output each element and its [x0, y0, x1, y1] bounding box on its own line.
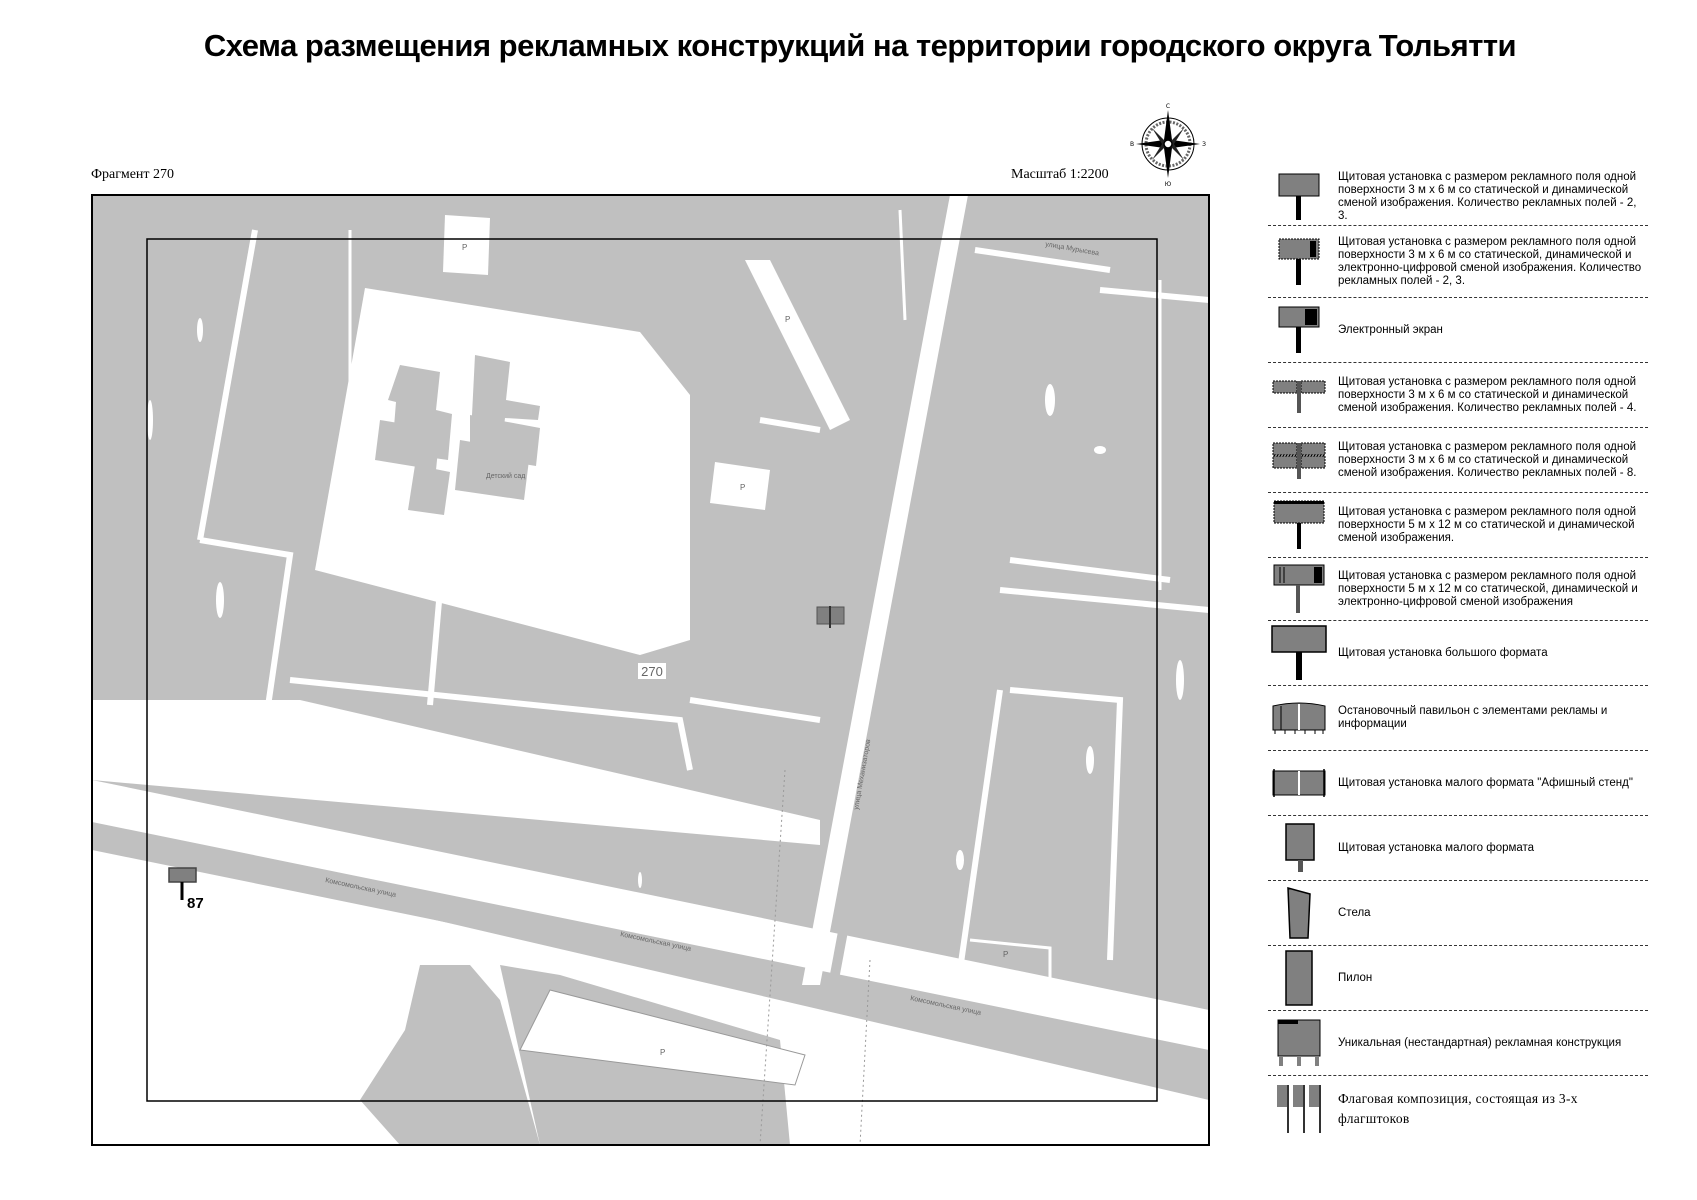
- billboard-3x6-digital-icon: [1278, 238, 1320, 285]
- legend: Щитовая установка с размером рекламного …: [1268, 168, 1648, 1141]
- legend-text: Щитовая установка с размером рекламного …: [1338, 235, 1642, 287]
- legend-text: Щитовая установка с размером рекламного …: [1338, 569, 1638, 608]
- poi-parking-1: P: [740, 483, 745, 492]
- flag-composition-icon: [1277, 1084, 1321, 1133]
- compass-rose-icon: С Ю В З: [1130, 103, 1206, 186]
- legend-item: Щитовая установка с размером рекламного …: [1268, 558, 1648, 621]
- legend-item: Щитовая установка малого формата: [1268, 816, 1648, 881]
- svg-text:С: С: [1166, 103, 1170, 110]
- legend-text: Остановочный павильон с элементами рекла…: [1338, 705, 1608, 730]
- legend-text: Щитовая установка большого формата: [1338, 646, 1548, 659]
- legend-item: Щитовая установка с размером рекламного …: [1268, 363, 1648, 428]
- legend-text: Стела: [1338, 906, 1371, 919]
- legend-item: Пилон: [1268, 946, 1648, 1011]
- legend-text: Флаговая композиция, состоящая из 3-х фл…: [1338, 1090, 1578, 1126]
- pylon-icon: [1285, 950, 1313, 1006]
- svg-text:В: В: [1130, 141, 1134, 148]
- small-format-billboard-icon: [1285, 823, 1315, 872]
- legend-text: Пилон: [1338, 971, 1373, 984]
- bus-stop-pavilion-icon: [1272, 702, 1326, 734]
- poi-kindergarten: Детский сад: [486, 472, 525, 480]
- legend-item: Щитовая установка большого формата: [1268, 621, 1648, 686]
- legend-text: Уникальная (нестандартная) рекламная кон…: [1338, 1036, 1622, 1049]
- svg-text:З: З: [1202, 141, 1206, 148]
- legend-item: Стела: [1268, 881, 1648, 946]
- legend-item: Флаговая композиция, состоящая из 3-х фл…: [1268, 1076, 1648, 1141]
- map-inner-frame: [146, 238, 1158, 1102]
- marker-87-label: 87: [187, 895, 204, 912]
- billboard-3x6-icon: [1278, 173, 1320, 220]
- kindergarten-building: [375, 355, 540, 515]
- legend-item: Щитовая установка с размером рекламного …: [1268, 428, 1648, 493]
- page-title: Схема размещения рекламных конструкций н…: [203, 28, 1517, 63]
- poi-parking-5: P: [1003, 950, 1008, 959]
- legend-text: Щитовая установка с размером рекламного …: [1338, 375, 1637, 414]
- legend-item: Электронный экран: [1268, 298, 1648, 363]
- fragment-number-label: 270: [638, 663, 666, 679]
- legend-text: Щитовая установка с размером рекламного …: [1338, 505, 1637, 544]
- electronic-screen-icon: [1278, 306, 1320, 353]
- legend-item: Щитовая установка с размером рекламного …: [1268, 493, 1648, 558]
- legend-item: Щитовая установка с размером рекламного …: [1268, 168, 1648, 226]
- svg-text:270: 270: [641, 664, 663, 679]
- legend-text: Щитовая установка малого формата "Афишны…: [1338, 776, 1633, 789]
- bus-stop-pavilion-marker[interactable]: [816, 606, 845, 628]
- legend-text: Электронный экран: [1338, 323, 1443, 336]
- legend-item: Уникальная (нестандартная) рекламная кон…: [1268, 1011, 1648, 1076]
- poster-stand-icon: [1272, 769, 1326, 797]
- billboard-5x12-digital-icon: [1273, 564, 1325, 613]
- fragment-label: Фрагмент 270: [91, 167, 175, 182]
- billboard-4-fields-icon: [1272, 380, 1326, 413]
- billboard-marker-87[interactable]: [168, 867, 197, 900]
- legend-text: Щитовая установка малого формата: [1338, 841, 1535, 854]
- legend-text: Щитовая установка с размером рекламного …: [1338, 440, 1637, 479]
- stela-icon: [1287, 887, 1311, 939]
- legend-item: Щитовая установка с размером рекламного …: [1268, 226, 1648, 298]
- poi-parking-4: P: [660, 1048, 665, 1057]
- map-outer-frame: [91, 194, 1210, 1146]
- svg-text:Ю: Ю: [1165, 181, 1172, 186]
- poi-parking-2: P: [462, 243, 467, 252]
- large-format-billboard-icon: [1271, 625, 1327, 680]
- billboard-5x12-icon: [1273, 500, 1325, 549]
- billboard-8-fields-icon: [1272, 442, 1326, 479]
- poi-parking-3: P: [785, 315, 790, 324]
- legend-text: Щитовая установка с размером рекламного …: [1338, 170, 1637, 222]
- unique-construction-icon: [1277, 1019, 1321, 1066]
- legend-item: Остановочный павильон с элементами рекла…: [1268, 686, 1648, 751]
- legend-item: Щитовая установка малого формата "Афишны…: [1268, 751, 1648, 816]
- scale-label: Масштаб 1:2200: [1011, 167, 1109, 182]
